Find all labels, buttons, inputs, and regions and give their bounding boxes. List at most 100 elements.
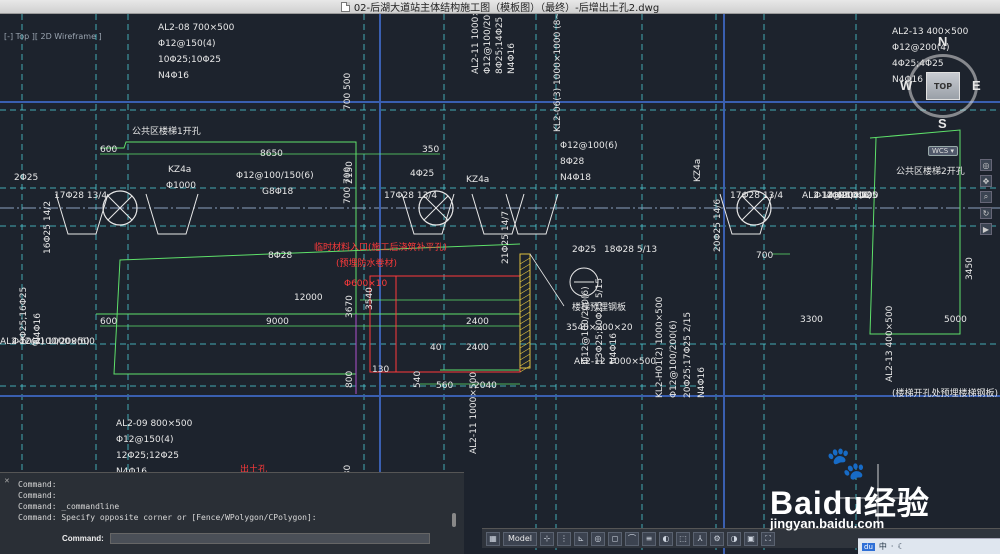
drawing-label: N4Φ16 <box>892 75 923 85</box>
drawing-label: 20Φ25 14/6 <box>713 199 723 252</box>
drawing-label: N4Φ16 <box>609 333 619 364</box>
plate-hatch <box>519 269 531 277</box>
drawing-label: 800 <box>345 371 355 388</box>
compass-east[interactable]: E <box>972 78 981 93</box>
compass-north[interactable]: N <box>938 34 948 49</box>
polar-icon[interactable]: ◎ <box>591 531 606 546</box>
plate-hatch <box>519 317 531 325</box>
compass-west[interactable]: W <box>900 78 913 93</box>
transparency-icon[interactable]: ◐ <box>659 531 674 546</box>
view-controls-label[interactable]: [-] Top ][ 2D Wireframe ] <box>4 32 102 41</box>
drawing-label: 20Φ25;17Φ25 2/15 <box>683 312 693 398</box>
snap-icon[interactable]: ⋮ <box>557 531 572 546</box>
drawing-label: 350 <box>422 145 439 155</box>
command-history-line: Command: _commandline <box>18 502 120 511</box>
model-tab[interactable]: Model <box>503 531 538 546</box>
close-icon[interactable]: ✕ <box>4 477 10 485</box>
drawing-label: Φ1000 <box>166 181 196 191</box>
drawing-label: N4Φ16 <box>507 43 517 74</box>
drawing-label: 9000 <box>266 317 289 327</box>
drawing-label: 17Φ28 13/4 <box>384 191 437 201</box>
workspace-icon[interactable]: ⚙ <box>710 531 725 546</box>
window-title: 02-后湖大道站主体结构施工图（模板图）（最终）-后增出土孔2.dwg <box>353 3 660 14</box>
drawing-label: G8Φ18 <box>262 187 294 197</box>
drawing-label: Φ12@150(4) <box>158 39 215 49</box>
wcs-menu[interactable]: WCS ▾ <box>928 146 958 156</box>
drawing-label: AL2-08 700×500 <box>158 23 235 33</box>
clean-screen-icon[interactable]: ⛶ <box>761 531 776 546</box>
plate-hatch <box>519 263 531 271</box>
lineweight-icon[interactable]: ≡ <box>642 531 657 546</box>
drawing-label: (楼梯开孔处预埋楼梯钢板) <box>892 387 998 399</box>
drawing-label: 700 <box>756 251 773 261</box>
plate-hatch <box>519 335 531 343</box>
command-scrollbar[interactable] <box>452 513 456 527</box>
drawing-label: 3540×200×20 <box>566 323 633 333</box>
full-navigation-wheel-icon[interactable]: ◎ <box>980 159 992 171</box>
drawing-label: Φ12@100/200(6) <box>581 286 591 364</box>
drawing-label: 9Φ25;16Φ25 <box>19 287 29 344</box>
drawing-label: 12000 <box>294 293 323 303</box>
rebar-outline <box>96 313 521 371</box>
opening-outline <box>369 275 521 373</box>
ime-punct[interactable]: · <box>890 542 894 551</box>
osnap-icon[interactable]: ◻ <box>608 531 623 546</box>
rebar-outline <box>100 141 521 375</box>
leader-line <box>529 253 565 307</box>
pan-icon[interactable]: ✥ <box>980 175 992 187</box>
ime-language[interactable]: 中 <box>878 542 887 551</box>
command-history-line: Command: <box>18 491 57 500</box>
grid-icon[interactable]: ⊹ <box>540 531 555 546</box>
column-circle <box>418 190 454 226</box>
command-input-row: Command: <box>0 531 464 545</box>
command-input[interactable] <box>109 532 430 544</box>
drawing-label: 540 <box>413 371 423 388</box>
drawing-label: AL2-13 400×500 <box>892 27 969 37</box>
plate-hatch <box>519 329 531 337</box>
drawing-label: 公共区楼梯1开孔 <box>132 125 201 137</box>
drawing-label: 600 <box>100 317 117 327</box>
ortho-icon[interactable]: ⊾ <box>574 531 589 546</box>
zoom-icon[interactable]: ⌕ <box>980 191 992 203</box>
orbit-icon[interactable]: ↻ <box>980 207 992 219</box>
drawing-label: AL2-10(2) 1000×500 <box>0 337 95 347</box>
view-cube-ring[interactable] <box>908 54 978 118</box>
plate-hatch <box>519 299 531 307</box>
view-cube-top-face[interactable]: TOP <box>926 72 960 100</box>
drawing-label: KZ4a <box>693 159 703 182</box>
ime-moon-icon[interactable]: ☾ <box>897 542 905 551</box>
drawing-label: 4Φ25 <box>410 169 434 179</box>
otrack-icon[interactable]: ⌒ <box>625 531 640 546</box>
annotation-icon[interactable]: ⅄ <box>693 531 708 546</box>
drawing-label: Φ12@100/200(6) <box>669 320 679 398</box>
drawing-label: 17Φ28 13/4 <box>730 191 783 201</box>
input-method-bar[interactable]: du 中 · ☾ <box>858 538 1000 554</box>
drawing-label: 700 700 <box>343 167 353 204</box>
column-circle <box>102 190 138 226</box>
embedded-plate <box>519 253 531 369</box>
showmotion-icon[interactable]: ▶ <box>980 223 992 235</box>
drawing-label: Φ12@100(6) <box>560 141 617 151</box>
drawing-label: 8650 <box>260 149 283 159</box>
drawing-label: Φ12@100/200(6) <box>12 337 90 347</box>
haunch-line <box>719 193 773 235</box>
layout-grid-icon[interactable]: ▦ <box>486 531 500 546</box>
drawing-label: AL2-11 1000×500 <box>471 14 481 74</box>
view-cube[interactable]: N E S W TOP <box>900 32 988 132</box>
plate-hatch <box>519 257 531 265</box>
haunch-line <box>471 193 525 235</box>
compass-south[interactable]: S <box>938 116 947 131</box>
watermark-url: jingyan.baidu.com <box>770 516 885 531</box>
selection-icon[interactable]: ⬚ <box>676 531 691 546</box>
hardware-icon[interactable]: ▣ <box>744 531 759 546</box>
drawing-label: N4Φ16 <box>158 71 189 81</box>
drawing-label: KL2-H01(2) 1000×500 <box>655 296 665 398</box>
command-history-line: Command: Specify opposite corner or [Fen… <box>18 513 317 522</box>
cad-drawing[interactable]: AL2-08 700×500Φ12@150(4)10Φ25;10Φ25N4Φ16… <box>0 14 1000 554</box>
isolate-icon[interactable]: ◑ <box>727 531 742 546</box>
drawing-label: 4Φ25;4Φ25 <box>826 191 878 201</box>
drawing-label-red: 临时材料入口(施工后浇筑补平孔) <box>314 241 447 253</box>
